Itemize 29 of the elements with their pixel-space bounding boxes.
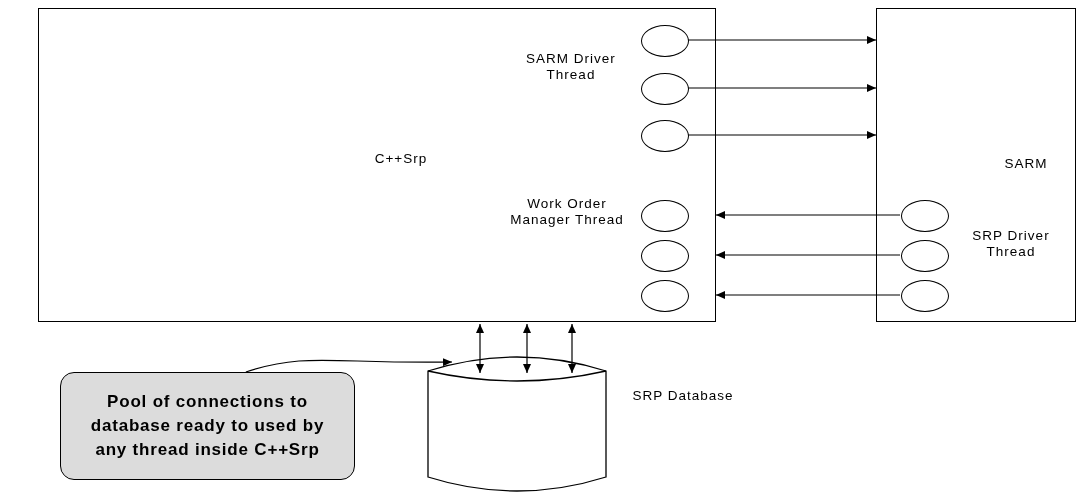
system-box [876,8,1076,322]
arrow [715,291,901,299]
arrow [687,84,877,92]
thread-ellipse [641,240,689,272]
thread-label: Work Order Manager Thread [509,196,625,229]
arrow [715,251,901,259]
box-label: C++Srp [373,151,429,168]
thread-ellipse [641,120,689,152]
callout-box: Pool of connections to database ready to used by any thread inside C++Srp [60,372,355,480]
thread-label: SRP Driver Thread [971,228,1051,261]
thread-ellipse [901,280,949,312]
database-cylinder [427,355,607,493]
system-box [38,8,716,322]
thread-ellipse [641,73,689,105]
arrow [715,211,901,219]
thread-ellipse [641,25,689,57]
arrow [687,36,877,44]
double-arrow [523,323,531,374]
thread-label: SARM Driver Thread [525,51,617,84]
double-arrow [568,323,576,374]
thread-ellipse [641,200,689,232]
database-label: SRP Database [631,388,735,405]
thread-ellipse [641,280,689,312]
thread-ellipse [901,240,949,272]
arrow [687,131,877,139]
box-label: SARM [1003,156,1049,173]
thread-ellipse [901,200,949,232]
double-arrow [476,323,484,374]
leader-arrow [245,358,453,373]
